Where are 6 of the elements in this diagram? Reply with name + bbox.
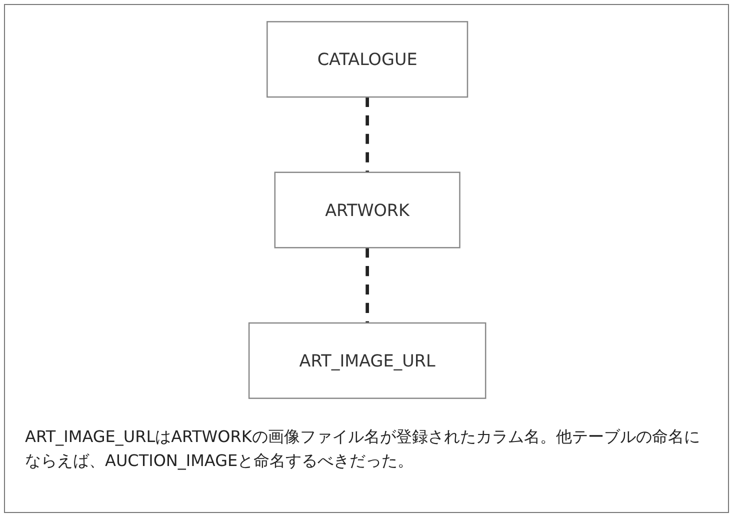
node-box: ART_IMAGE_URL: [248, 322, 486, 399]
connector: [366, 97, 370, 172]
node-box: CATALOGUE: [266, 21, 468, 98]
caption: ART_IMAGE_URLはARTWORKの画像ファイル名が登録されたカラム名。他テーブルの命名にならえば、AUCTION_IMAGEと命名するべきだった。: [25, 426, 701, 472]
connector: [366, 248, 370, 323]
node-box: ARTWORK: [274, 172, 461, 248]
